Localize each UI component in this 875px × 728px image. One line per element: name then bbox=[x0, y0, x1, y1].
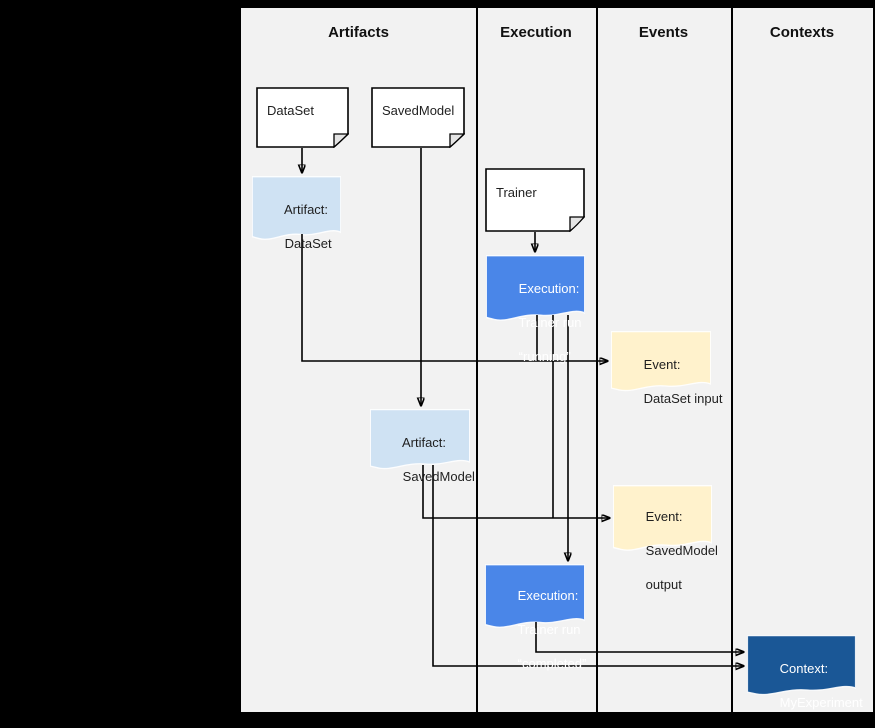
lane-header-artifacts: Artifacts bbox=[328, 24, 389, 41]
artifact-dataset-node: Artifact: DataSet bbox=[252, 176, 341, 251]
event-dataset-input-line2: DataSet input bbox=[643, 391, 723, 406]
lane-divider-artifacts-execution bbox=[476, 8, 478, 712]
dataset-label: DataSet bbox=[267, 103, 314, 119]
dataset-doc-node: DataSet bbox=[256, 87, 349, 148]
event-savedmodel-output-line2: SavedModel bbox=[645, 543, 718, 558]
wave-doc-shape bbox=[370, 409, 470, 470]
execution-completed-line2: Trainer run bbox=[517, 622, 581, 637]
event-dataset-input-node: Event: DataSet input bbox=[611, 331, 722, 406]
execution-completed-line1: Execution: bbox=[517, 588, 579, 603]
context-myexperiment-line1: Context: bbox=[779, 661, 829, 676]
lane-divider-events-contexts bbox=[731, 8, 733, 712]
edge-artifact-dataset-to-event-dataset-input bbox=[301, 234, 607, 361]
context-myexperiment-node: Context: MyExperiment bbox=[747, 635, 863, 710]
wave-doc-shape bbox=[252, 176, 341, 240]
wave-doc-shape bbox=[613, 485, 712, 551]
artifact-savedmodel-line2: SavedModel bbox=[402, 469, 475, 484]
execution-running-node: Execution: Trainer run “running” bbox=[486, 255, 585, 364]
event-savedmodel-output-line1: Event: bbox=[645, 509, 683, 524]
connector-layer bbox=[241, 148, 873, 712]
execution-running-line2: Trainer run bbox=[518, 315, 582, 330]
folded-doc-shape bbox=[485, 168, 585, 232]
artifact-savedmodel-line1: Artifact: bbox=[401, 435, 447, 450]
trainer-doc-node: Trainer bbox=[485, 168, 585, 232]
savedmodel-label: SavedModel bbox=[382, 103, 455, 119]
execution-running-line3: “running” bbox=[518, 349, 571, 364]
context-myexperiment-line2: MyExperiment bbox=[779, 695, 863, 710]
lane-header-contexts: Contexts bbox=[769, 24, 835, 41]
lane-header-execution: Execution bbox=[500, 24, 572, 41]
execution-running-line1: Execution: bbox=[518, 281, 580, 296]
execution-completed-node: Execution: Trainer run “completed” bbox=[485, 564, 586, 671]
artifact-dataset-line1: Artifact: bbox=[283, 202, 329, 217]
savedmodel-doc-node: SavedModel bbox=[371, 87, 465, 148]
event-savedmodel-output-line3: output bbox=[645, 577, 682, 592]
execution-completed-line3: “completed” bbox=[517, 656, 587, 671]
event-dataset-input-line1: Event: bbox=[643, 357, 681, 372]
wave-doc-shape bbox=[486, 255, 585, 321]
folded-doc-shape bbox=[371, 87, 465, 148]
wave-doc-shape bbox=[485, 564, 585, 628]
wave-doc-shape bbox=[611, 331, 711, 392]
artifact-savedmodel-node: Artifact: SavedModel bbox=[370, 409, 475, 484]
lane-header-events: Events bbox=[638, 24, 689, 41]
folded-doc-shape bbox=[256, 87, 349, 148]
lane-divider-execution-events bbox=[596, 8, 598, 712]
diagram-canvas: Artifacts Execution Events Contexts Data… bbox=[241, 8, 873, 712]
event-savedmodel-output-node: Event: SavedModel output bbox=[613, 485, 718, 592]
trainer-label: Trainer bbox=[496, 185, 537, 201]
edge-artifact-savedmodel-to-event-savedmodel-output bbox=[422, 465, 609, 518]
artifact-dataset-line2: DataSet bbox=[284, 236, 332, 251]
edge-artifact-savedmodel-to-context bbox=[432, 465, 743, 666]
wave-doc-shape bbox=[747, 635, 856, 696]
edge-execution-completed-to-context bbox=[535, 622, 743, 652]
